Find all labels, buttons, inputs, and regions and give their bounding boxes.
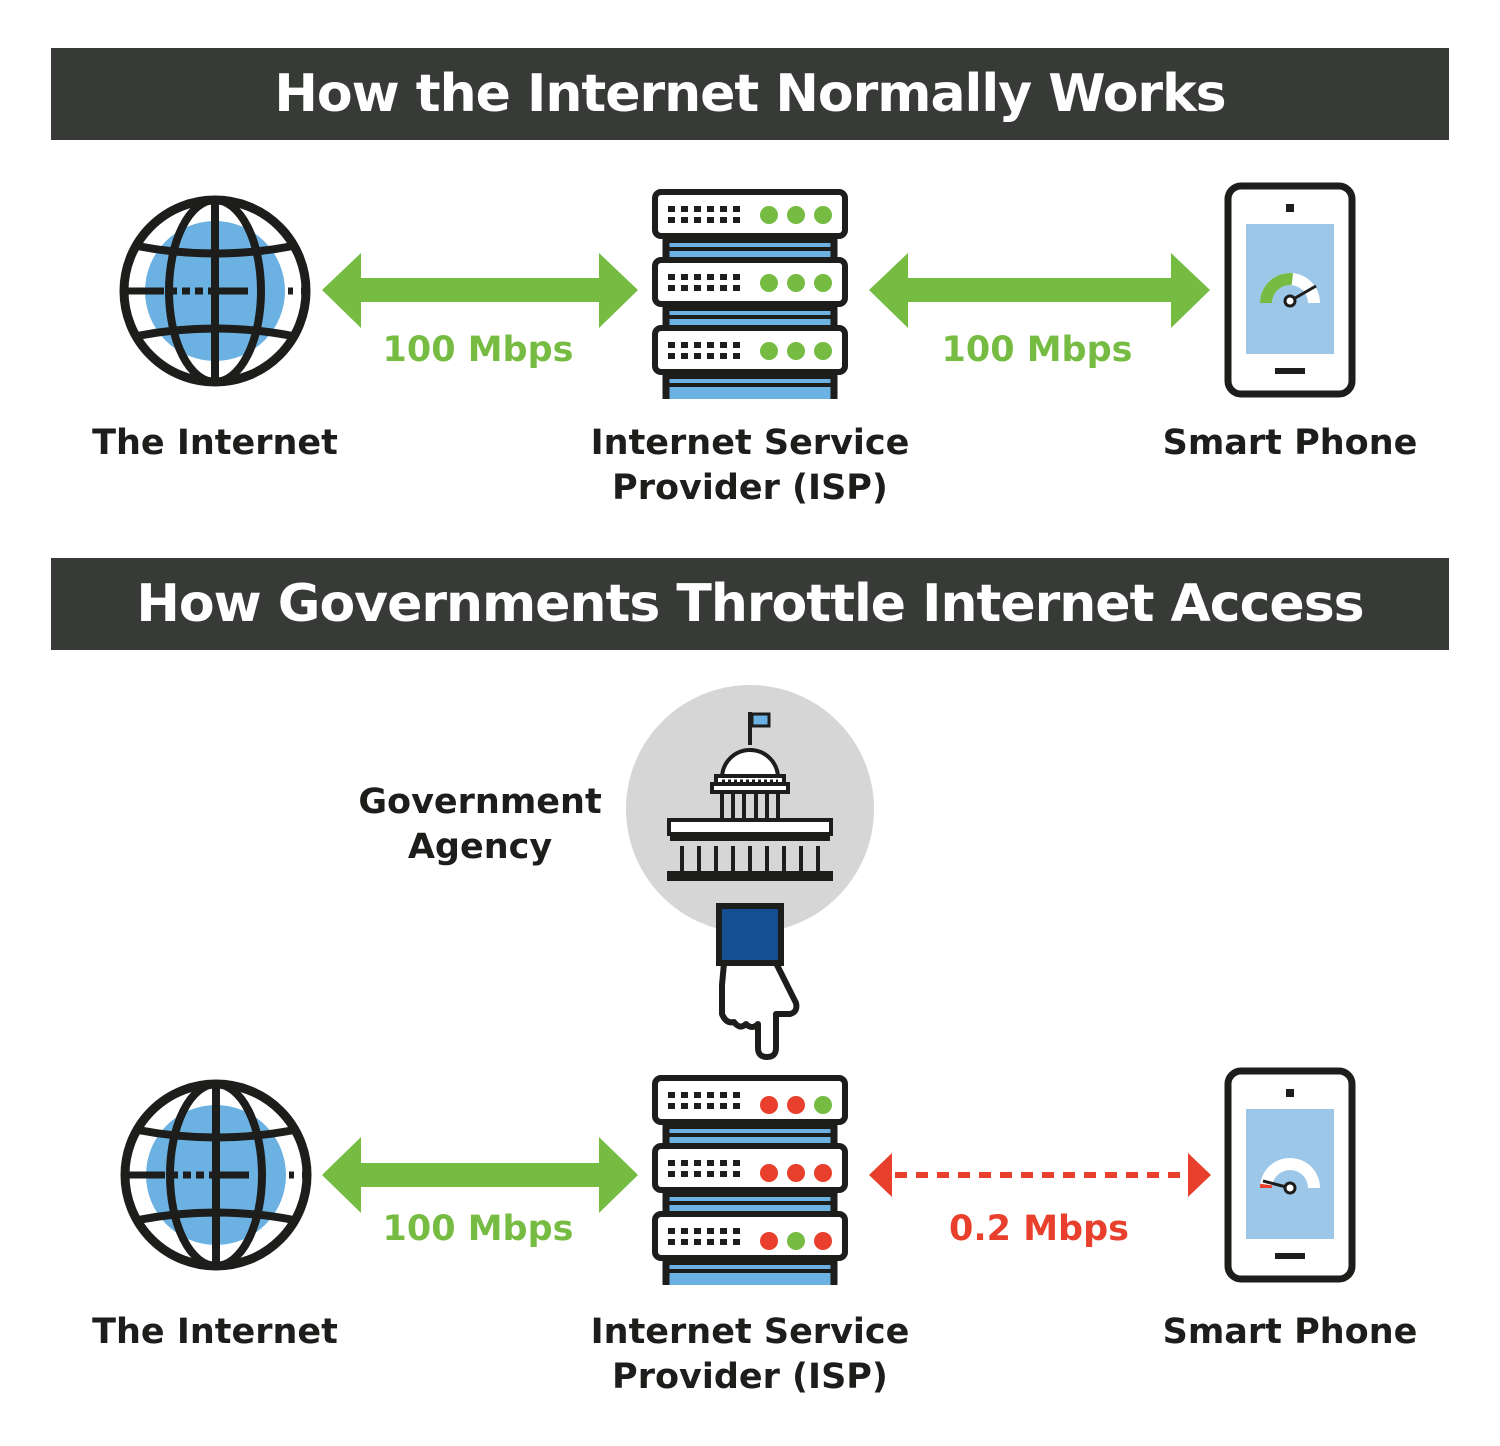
section1-isp-label-line2: Provider (ISP) [612,468,888,508]
section2-left-arrow [322,1137,638,1213]
section2-right-speed-label: 0.2 Mbps [949,1209,1129,1249]
government-agency-group [626,685,874,933]
section1-isp-label: Internet Service Provider (ISP) [560,421,940,511]
government-label-line2: Agency [407,827,553,867]
section1-isp-label-line1: Internet Service [590,423,910,463]
section2-smartphone-icon [1228,1071,1352,1279]
section1-left-arrow [322,253,638,328]
section2-phone-label: Smart Phone [1162,1312,1418,1352]
section1-internet-label: The Internet [92,423,338,463]
section2-right-dashed-arrow [869,1153,1211,1197]
section1-title: How the Internet Normally Works [274,64,1226,124]
section1-title-banner: How the Internet Normally Works [51,48,1449,140]
government-label-line1: Government [358,782,602,822]
government-building-icon [667,712,833,881]
section2-globe-icon [125,1084,307,1266]
section2-isp-server-icon [655,1078,845,1285]
section1-smartphone-icon [1228,186,1352,394]
section2-isp-label-line2: Provider (ISP) [612,1357,888,1397]
section2-title-banner: How Governments Throttle Internet Access [51,558,1449,650]
section1-phone-label: Smart Phone [1162,423,1418,463]
section1-right-arrow [869,253,1210,328]
section1-globe-icon [124,200,306,382]
section2-isp-label: Internet Service Provider (ISP) [560,1310,940,1400]
section2-internet-label: The Internet [92,1312,338,1352]
section1-right-speed-label: 100 Mbps [941,330,1133,370]
government-agency-label: Government Agency [340,780,620,870]
pointing-hand-icon [716,903,800,1060]
section1-left-speed-label: 100 Mbps [382,330,574,370]
section2-isp-label-line1: Internet Service [590,1312,910,1352]
section1-isp-server-icon [655,192,845,399]
section2-left-speed-label: 100 Mbps [382,1209,574,1249]
section2-title: How Governments Throttle Internet Access [136,574,1364,634]
